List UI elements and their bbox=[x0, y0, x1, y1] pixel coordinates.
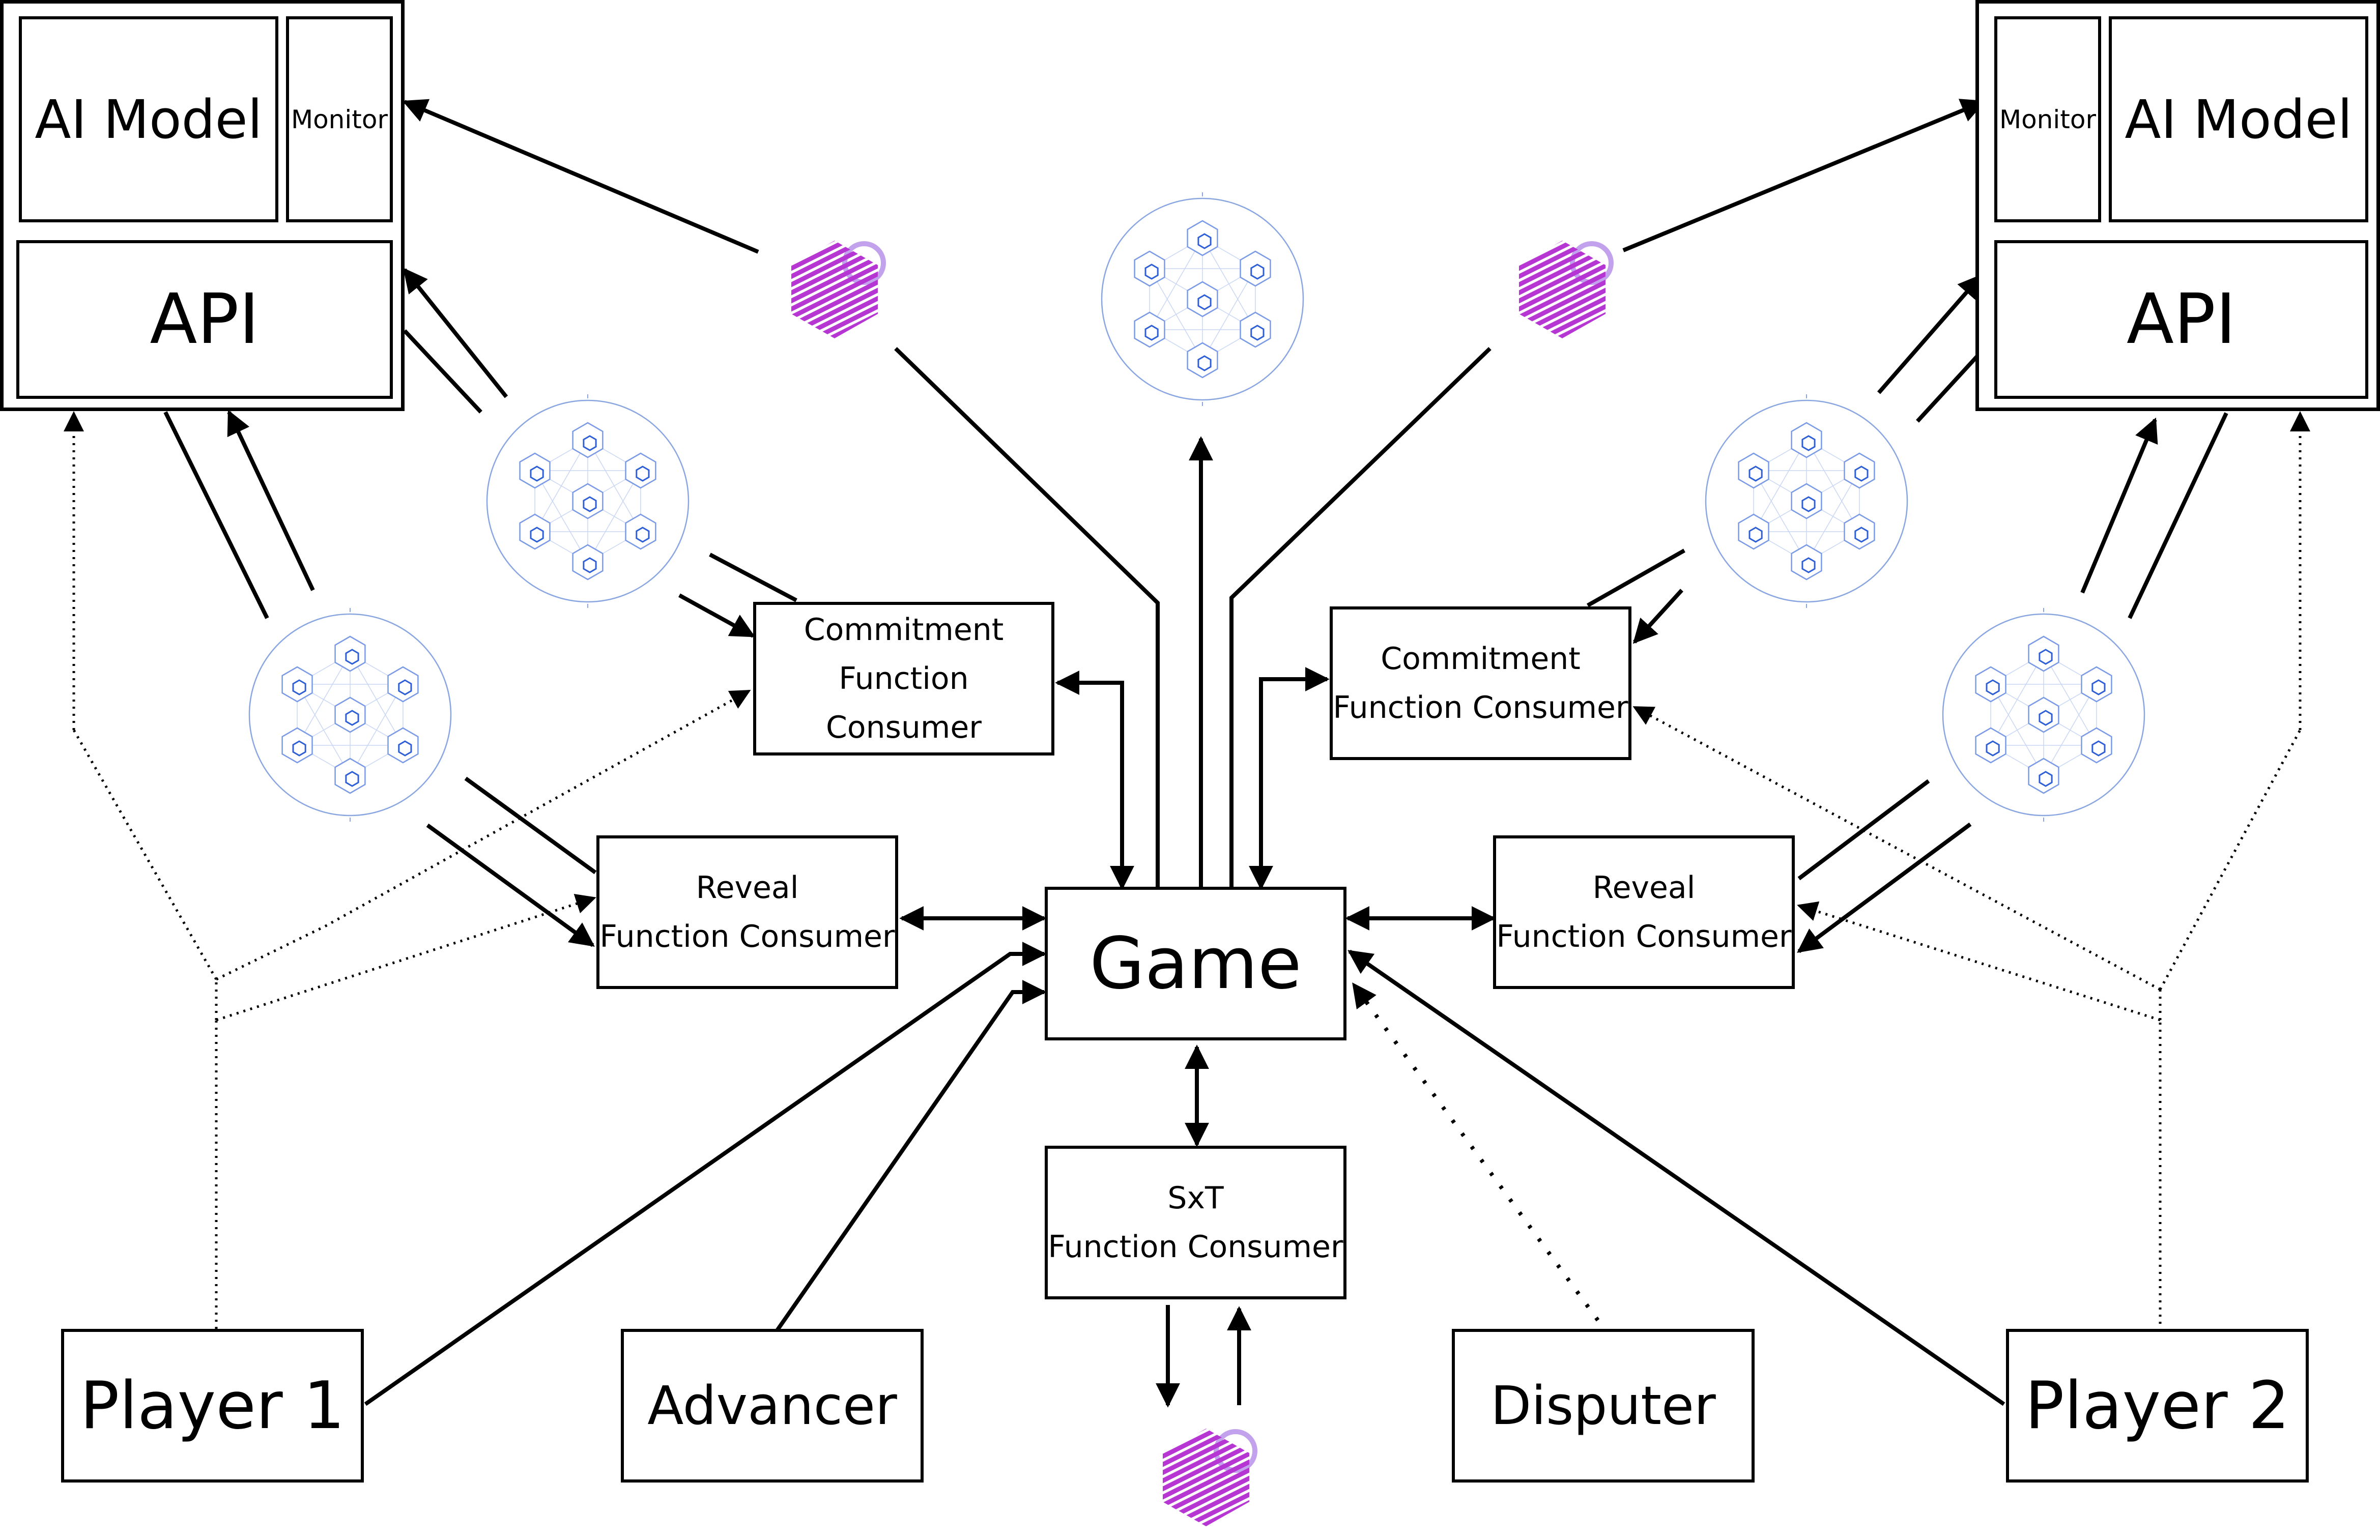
decentralized-oracle-network-icon bbox=[243, 608, 457, 822]
edge-network-to-reveal-left-b bbox=[426, 823, 595, 947]
reveal-right-line1: Reveal bbox=[1592, 870, 1696, 906]
right-api-box: API bbox=[1994, 240, 2368, 399]
commitment-right-line2: Function Consumer bbox=[1333, 690, 1628, 725]
dotted-left-bus-to-reveal bbox=[216, 894, 596, 1022]
commitment-left-line1: Commitment bbox=[804, 612, 1004, 648]
edge-network-to-commitment-right bbox=[1632, 589, 1683, 644]
edge-game-commitment-left bbox=[1055, 671, 1134, 890]
edge-api-to-network-left-upper bbox=[403, 329, 482, 414]
edge-network-right-upper-to-api bbox=[1877, 274, 1983, 394]
right-ai-stack: Monitor AI Model API bbox=[1975, 0, 2380, 411]
edge-api-to-network-right-lower bbox=[2128, 412, 2228, 619]
sxt-line2: Function Consumer bbox=[1048, 1229, 1343, 1265]
dotted-right-bus-to-api bbox=[2159, 729, 2302, 991]
edge-network-left-upper-to-api bbox=[403, 268, 508, 398]
data-cube-icon bbox=[779, 231, 891, 343]
advancer-box: Advancer bbox=[621, 1329, 924, 1483]
reveal-left-line1: Reveal bbox=[696, 870, 799, 906]
left-ai-model-box: AI Model bbox=[19, 16, 278, 222]
dotted-right-bus-to-commitment bbox=[1632, 706, 2161, 991]
sxt-consumer: SxT Function Consumer bbox=[1045, 1146, 1346, 1299]
reveal-left-line2: Function Consumer bbox=[599, 919, 895, 954]
dotted-left-bus-to-api bbox=[72, 729, 218, 980]
edge-commitment-right-to-network bbox=[1587, 548, 1685, 607]
game-box: Game bbox=[1045, 887, 1346, 1040]
player1-box: Player 1 bbox=[61, 1329, 364, 1483]
edge-game-to-cube-right bbox=[1229, 347, 1492, 891]
edge-cube-right-to-monitor bbox=[1622, 99, 1986, 252]
commitment-left-line2: Function Consumer bbox=[826, 661, 982, 745]
dotted-disputer-to-game bbox=[1352, 982, 1600, 1322]
dotted-left-bus-to-commitment bbox=[215, 689, 751, 981]
dotted-right-bus-to-reveal bbox=[1797, 901, 2161, 1022]
edge-player1-to-game bbox=[364, 942, 1047, 1406]
sxt-line1: SxT bbox=[1167, 1180, 1224, 1216]
edge-player2-to-game bbox=[1347, 949, 2005, 1406]
decentralized-oracle-network-icon bbox=[481, 394, 695, 608]
right-monitor-box: Monitor bbox=[1994, 16, 2101, 222]
reveal-right-line2: Function Consumer bbox=[1496, 919, 1792, 954]
disputer-box: Disputer bbox=[1452, 1329, 1755, 1483]
decentralized-oracle-network-icon bbox=[1700, 394, 1913, 608]
edge-network-to-commitment-left bbox=[678, 593, 756, 638]
commitment-right-line1: Commitment bbox=[1381, 641, 1581, 677]
decentralized-oracle-network-icon bbox=[1937, 608, 2150, 822]
player2-box: Player 2 bbox=[2006, 1329, 2309, 1483]
data-cube-icon bbox=[1506, 231, 1618, 343]
left-ai-stack: AI Model Monitor API bbox=[0, 0, 405, 411]
left-monitor-box: Monitor bbox=[286, 16, 393, 222]
left-api-box: API bbox=[16, 240, 393, 399]
edge-network-left-lower-to-api bbox=[227, 410, 315, 591]
edge-game-to-cube-left bbox=[894, 347, 1160, 891]
edge-cube-left-to-monitor bbox=[402, 99, 759, 254]
edge-api-to-network-right-upper bbox=[1916, 351, 1983, 423]
data-cube-icon bbox=[1150, 1419, 1262, 1531]
edge-game-commitment-right bbox=[1249, 667, 1330, 890]
edge-advancer-to-game bbox=[774, 980, 1047, 1333]
right-ai-model-box: AI Model bbox=[2109, 16, 2368, 222]
decentralized-oracle-network-icon bbox=[1096, 192, 1309, 406]
edge-api-to-network-left-lower bbox=[163, 411, 269, 619]
edge-network-to-reveal-left-a bbox=[464, 776, 597, 875]
edge-commitment-left-to-network bbox=[709, 553, 797, 602]
edge-network-to-reveal-right-b bbox=[1797, 822, 1972, 953]
edge-network-right-lower-to-api bbox=[2080, 417, 2158, 594]
